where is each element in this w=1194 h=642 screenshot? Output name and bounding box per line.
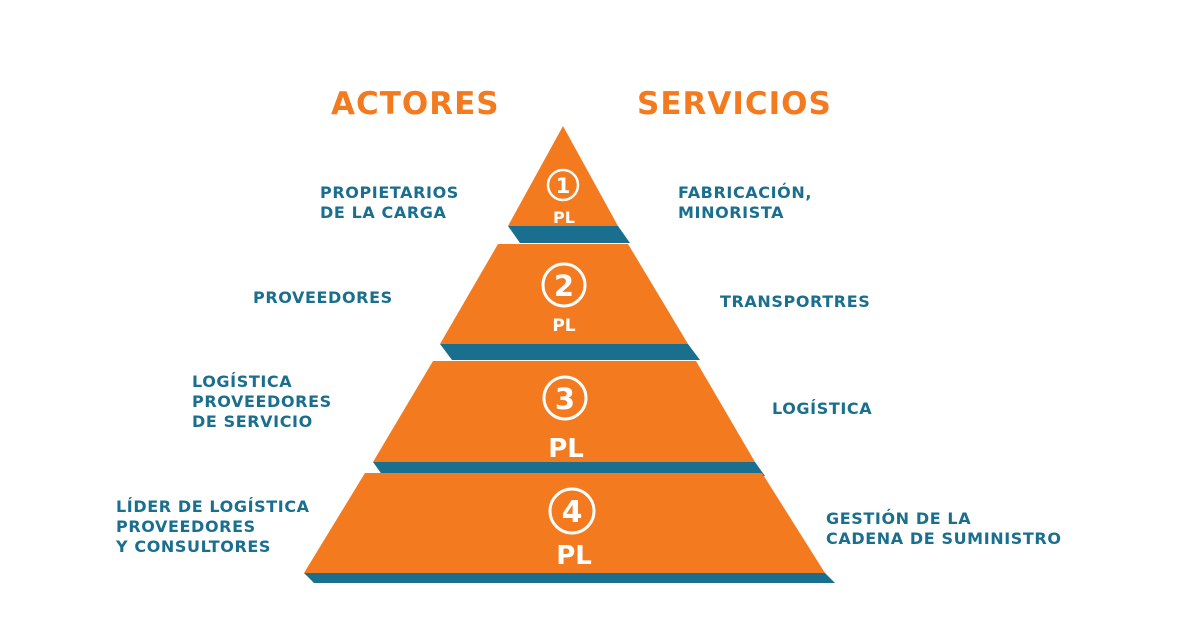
actor-1-line-1: PROPIETARIOS — [320, 183, 459, 202]
actor-label-3: LOGÍSTICA PROVEEDORES DE SERVICIO — [192, 372, 332, 432]
pyramid-tier-1: 1 PL — [508, 126, 630, 243]
actor-4-line-3: Y CONSULTORES — [116, 537, 272, 556]
service-3-line-1: LOGÍSTICA — [772, 399, 873, 418]
tier-4-number: 4 — [562, 495, 583, 530]
tier-3-number-ring — [542, 375, 588, 421]
tier-1-face — [508, 126, 618, 226]
actor-1-line-2: DE LA CARGA — [320, 203, 447, 222]
pyramid-tier-4: 4 PL — [304, 473, 835, 583]
actor-3-line-3: DE SERVICIO — [192, 412, 313, 431]
tier-2-face — [440, 244, 688, 344]
tier-1-shadow — [508, 226, 630, 243]
service-label-4: GESTIÓN DE LA CADENA DE SUMINISTRO — [826, 509, 1062, 549]
tier-1-code: PL — [553, 208, 575, 227]
tier-4-number-ring — [548, 487, 596, 535]
service-4-line-2: CADENA DE SUMINISTRO — [826, 529, 1062, 548]
service-label-3: LOGÍSTICA — [772, 399, 872, 419]
actor-label-2: PROVEEDORES — [253, 288, 393, 308]
actor-label-1: PROPIETARIOS DE LA CARGA — [320, 183, 459, 223]
tier-1-number: 1 — [556, 174, 571, 198]
tier-2-number-ring — [541, 262, 587, 308]
actores-heading: ACTORES — [331, 86, 500, 122]
service-4-line-1: GESTIÓN DE LA — [826, 509, 972, 528]
service-label-1: FABRICACIÓN, MINORISTA — [678, 183, 812, 223]
actor-label-4: LÍDER DE LOGÍSTICA PROVEEDORES Y CONSULT… — [116, 497, 310, 557]
service-label-2: TRANSPORTRES — [720, 292, 870, 312]
actor-2-line-1: PROVEEDORES — [253, 288, 393, 307]
tier-3-code: PL — [548, 434, 584, 464]
tier-3-number: 3 — [555, 382, 575, 416]
tier-3-shadow — [373, 462, 765, 476]
actor-4-line-2: PROVEEDORES — [116, 517, 256, 536]
pyramid-tier-2: 2 PL — [440, 244, 700, 360]
tier-4-face — [304, 473, 825, 573]
actor-4-line-1: LÍDER DE LOGÍSTICA — [116, 497, 310, 516]
tier-3-face — [373, 361, 755, 462]
service-1-line-1: FABRICACIÓN, — [678, 183, 813, 202]
tier-1-number-ring — [546, 168, 580, 202]
actor-3-line-2: PROVEEDORES — [192, 392, 332, 411]
tier-2-shadow — [440, 344, 700, 360]
service-2-line-1: TRANSPORTRES — [720, 292, 871, 311]
actor-3-line-1: LOGÍSTICA — [192, 372, 293, 391]
tier-2-number: 2 — [554, 269, 574, 303]
tier-4-code: PL — [556, 541, 592, 571]
tier-4-shadow — [304, 573, 835, 583]
tier-2-code: PL — [552, 316, 575, 336]
service-1-line-2: MINORISTA — [678, 203, 785, 222]
pyramid-tier-3: 3 PL — [373, 361, 765, 476]
servicios-heading: SERVICIOS — [637, 86, 832, 122]
